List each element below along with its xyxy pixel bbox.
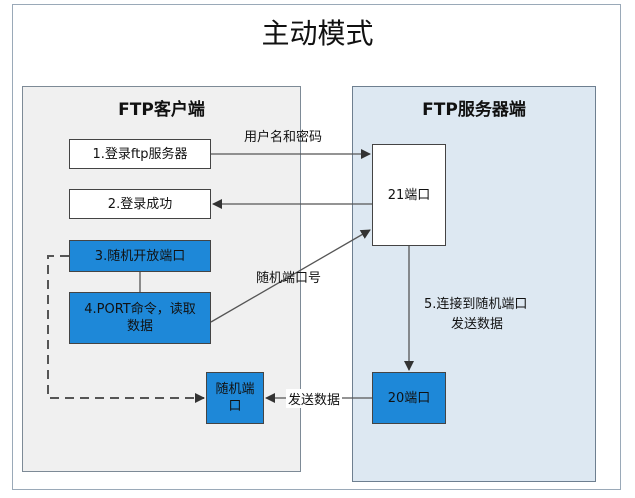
ftp-client-title: FTP客户端 [118,100,205,120]
dashed-random-port-arrow [47,255,205,403]
port-command-box: 4.PORT命令，读取数据 [69,292,211,344]
connect-line2-label: 发送数据 [451,317,504,332]
port-command-label: 4.PORT命令，读取数据 [84,302,196,334]
open-random-port-box: 3.随机开放端口 [69,240,211,272]
port-20-label: 20端口 [387,390,431,406]
connect-line1-label: 5.连接到随机端口 [424,297,528,312]
user-pass-label: 用户名和密码 [244,130,323,145]
random-port-label: 随机端口 [215,382,255,414]
random-port-no-label: 随机端口号 [256,271,322,286]
login-success-box: 2.登录成功 [69,189,211,219]
random-port-box: 随机端口 [206,372,264,424]
ftp-server-title: FTP服务器端 [422,100,526,120]
port-20-box: 20端口 [372,372,446,424]
port-command-to-port21-arrow [210,229,371,323]
send-data-label: 发送数据 [286,389,343,408]
diagram-title: 主动模式 [261,17,374,50]
port-21-label: 21端口 [387,187,431,203]
login-ftp-server-box: 1.登录ftp服务器 [69,139,211,169]
login-ftp-server-label: 1.登录ftp服务器 [92,146,188,162]
port-21-box: 21端口 [372,144,446,246]
login-success-label: 2.登录成功 [107,196,173,212]
open-random-port-label: 3.随机开放端口 [94,248,186,264]
